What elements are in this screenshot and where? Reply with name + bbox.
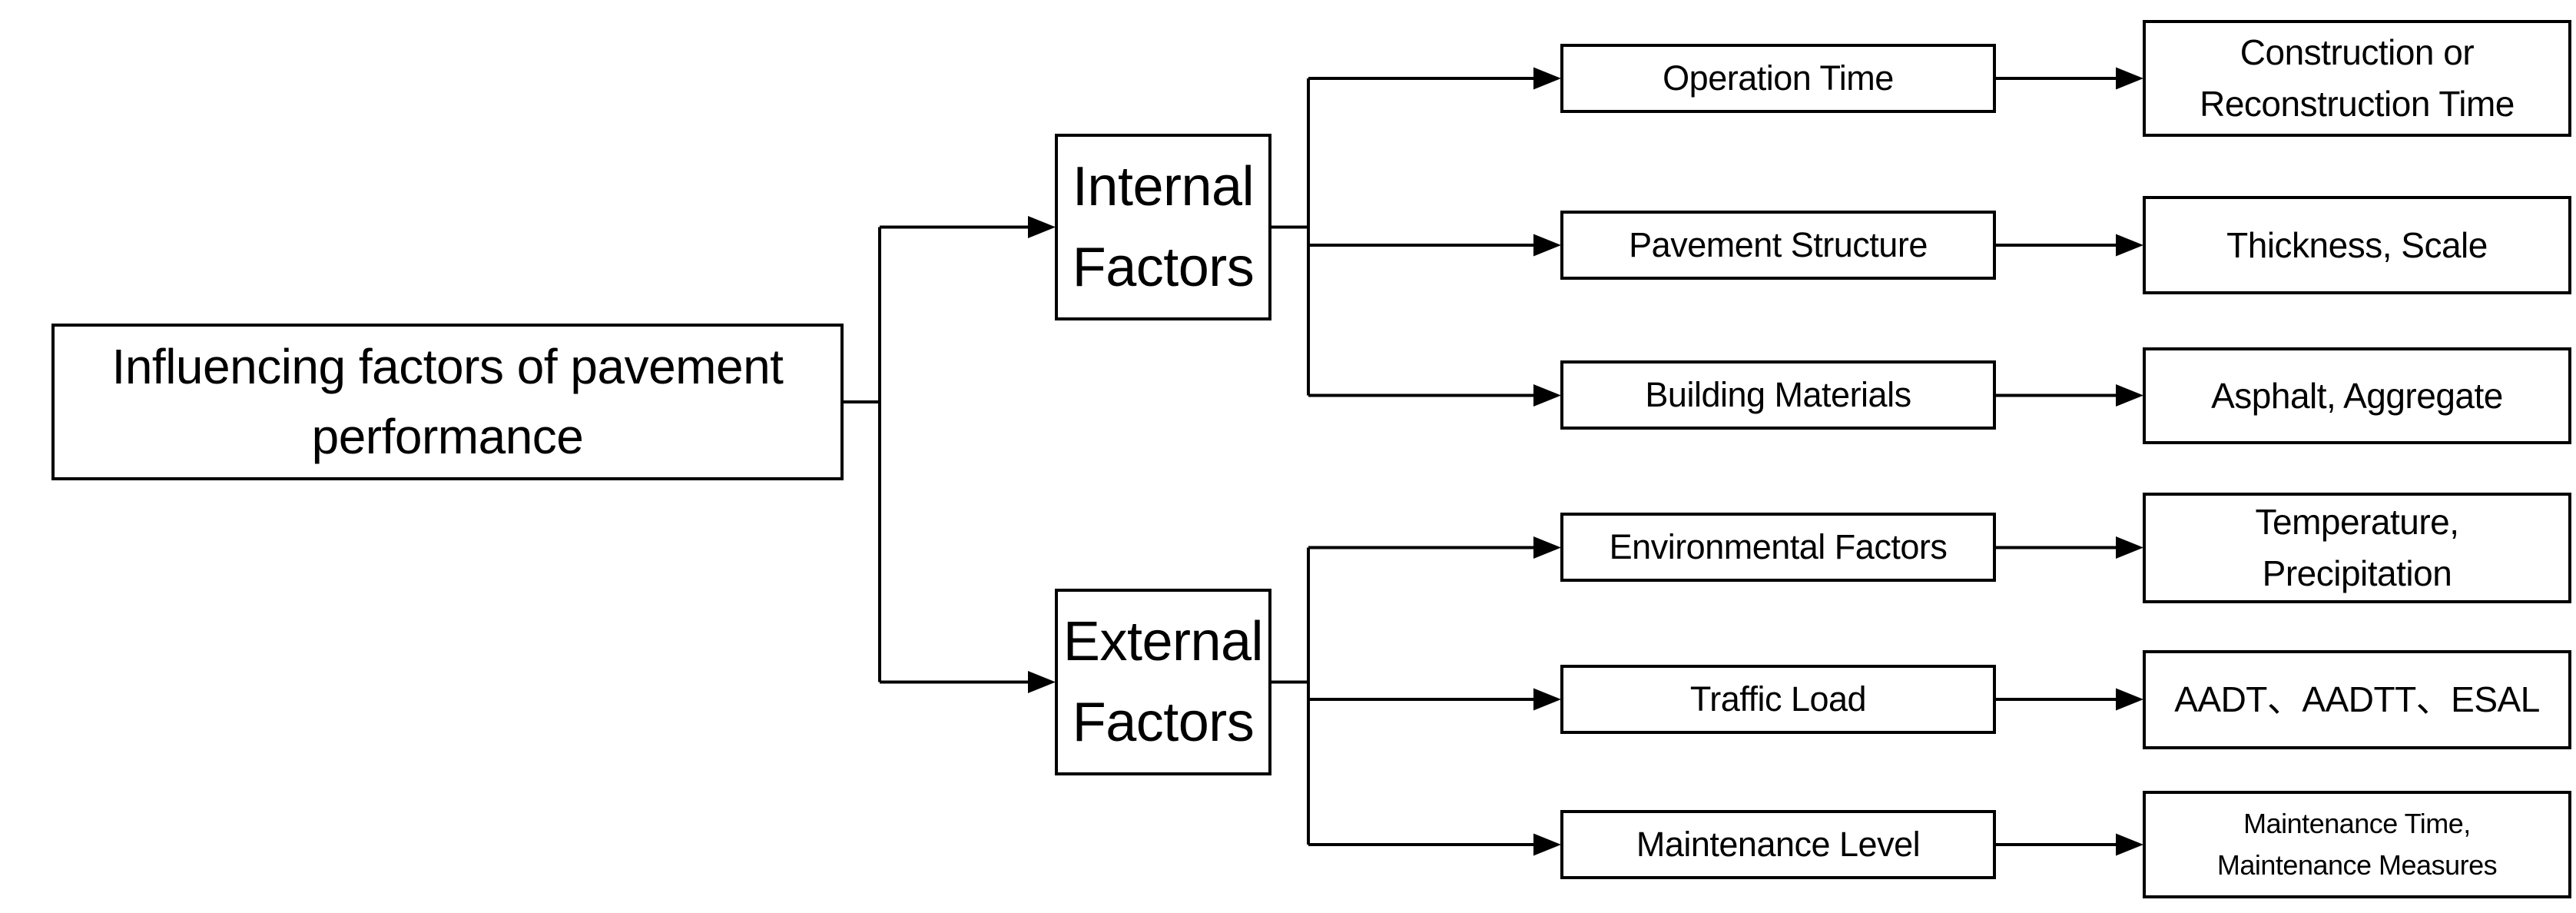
root-to-branches-connector [844, 216, 1056, 693]
factor-box-environmental-factors: Environmental Factors [1560, 513, 1996, 582]
internal-factors-box: Internal Factors [1055, 134, 1271, 320]
root-box: Influencing factors of pavement performa… [51, 324, 844, 480]
detail-box-thickness-scale: Thickness, Scale [2143, 196, 2571, 294]
factor-box-pavement-structure: Pavement Structure [1560, 211, 1996, 280]
factor-to-detail-arrows [1996, 67, 2143, 856]
factor-box-maintenance-level: Maintenance Level [1560, 810, 1996, 879]
detail-box-maintenance-time-measures: Maintenance Time, Maintenance Measures [2143, 791, 2571, 898]
factor-box-traffic-load: Traffic Load [1560, 665, 1996, 734]
internal-branch-connector [1271, 67, 1561, 407]
factor-box-building-materials: Building Materials [1560, 360, 1996, 430]
external-factors-box: External Factors [1055, 589, 1271, 775]
detail-box-construction-or-reconstruction-time: Construction or Reconstruction Time [2143, 20, 2571, 137]
detail-box-aadt-aadtt-esal: AADT、AADTT、ESAL [2143, 650, 2571, 749]
external-branch-connector [1271, 536, 1561, 856]
factor-box-operation-time: Operation Time [1560, 44, 1996, 113]
detail-box-temperature-precipitation: Temperature, Precipitation [2143, 493, 2571, 603]
detail-box-asphalt-aggregate: Asphalt, Aggregate [2143, 347, 2571, 444]
